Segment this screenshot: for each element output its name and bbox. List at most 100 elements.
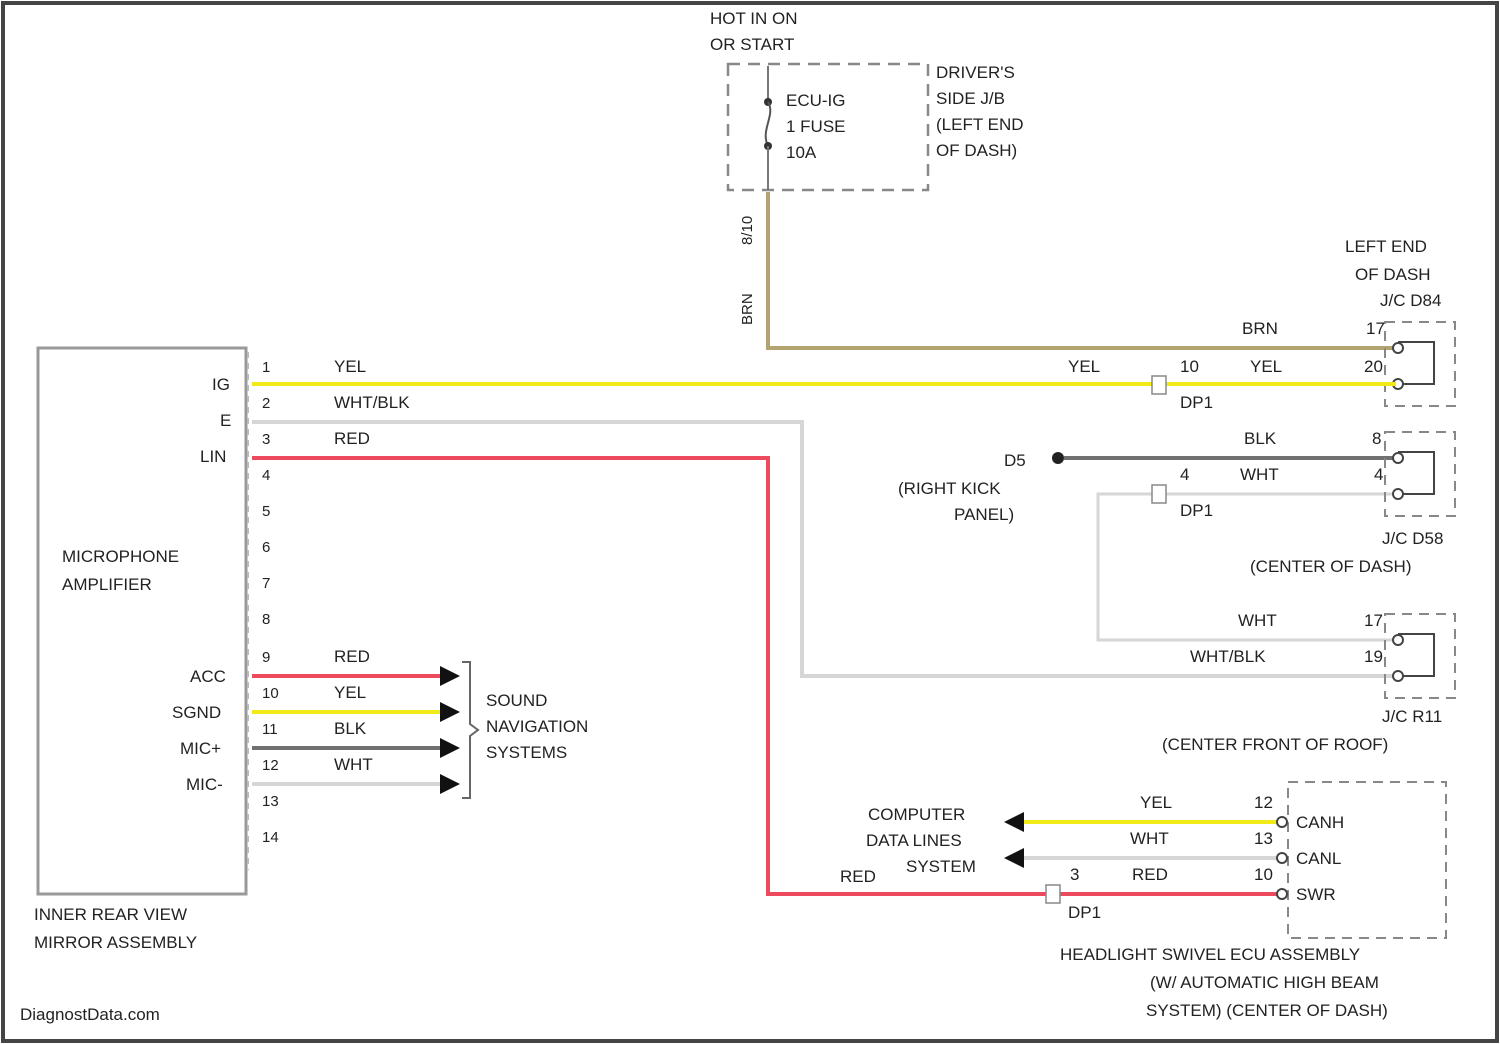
pin-number: 11 xyxy=(262,721,278,738)
splice-dp1-yel xyxy=(1152,376,1166,394)
pin-name-mic-neg: MIC- xyxy=(186,775,223,794)
ecu-pin10: 10 xyxy=(1254,865,1273,884)
splice-dp1-wht xyxy=(1152,485,1166,503)
computer-label-line3: SYSTEM xyxy=(906,857,976,876)
jc-r11-line2: (CENTER FRONT OF ROOF) xyxy=(1162,735,1388,754)
component-label-line2: AMPLIFIER xyxy=(62,575,152,594)
jc-r11-wht-blk-label: WHT/BLK xyxy=(1190,647,1266,666)
ecu-wht-label: WHT xyxy=(1130,829,1169,848)
jc-d84-box xyxy=(1385,322,1455,406)
pin-number: 9 xyxy=(262,649,270,666)
ecu-canl-label: CANL xyxy=(1296,849,1341,868)
jb-label-line4: OF DASH) xyxy=(936,141,1017,160)
arrow-left xyxy=(1004,812,1024,832)
ecu-red-left-label: RED xyxy=(840,867,876,886)
jc-d58-dp1: DP1 xyxy=(1180,501,1213,520)
jc-d84-dp1: DP1 xyxy=(1180,393,1213,412)
pin-name-sgnd: SGND xyxy=(172,703,221,722)
pin-number: 5 xyxy=(262,503,270,520)
fuse-label-line1: ECU-IG xyxy=(786,91,846,110)
jb-label-line1: DRIVER'S xyxy=(936,63,1015,82)
ecu-swr-terminal xyxy=(1277,889,1287,899)
jc-r11-pin19: 19 xyxy=(1364,647,1383,666)
watermark: DiagnostData.com xyxy=(20,1005,160,1024)
ecu-yel-label: YEL xyxy=(1140,793,1172,812)
jc-d58-line2: (CENTER OF DASH) xyxy=(1250,557,1412,576)
jc-d58-pin8-terminal xyxy=(1393,453,1403,463)
brn-wire xyxy=(768,192,1396,348)
computer-label-line2: DATA LINES xyxy=(866,831,962,850)
jc-d84-yel-left: YEL xyxy=(1068,357,1100,376)
brn-vertical-label: BRN xyxy=(739,293,756,325)
fuse-pin-label: 8/10 xyxy=(739,216,756,245)
pin-name-acc: ACC xyxy=(190,667,226,686)
kick-panel-line2: PANEL) xyxy=(954,505,1014,524)
jc-d58-box xyxy=(1385,432,1455,516)
arrow-right xyxy=(440,774,460,794)
jb-label-line2: SIDE J/B xyxy=(936,89,1005,108)
sound-label-line3: SYSTEMS xyxy=(486,743,567,762)
jc-d84-line3: J/C D84 xyxy=(1380,291,1441,310)
jc-d84-pin17: 17 xyxy=(1366,319,1385,338)
jc-d84-brn-label: BRN xyxy=(1242,319,1278,338)
computer-label-line1: COMPUTER xyxy=(868,805,965,824)
sound-bracket xyxy=(462,662,478,798)
ecu-red-right-label: RED xyxy=(1132,865,1168,884)
pin-number: 6 xyxy=(262,539,270,556)
jc-d58-pin8: 8 xyxy=(1372,429,1381,448)
ecu-canl-terminal xyxy=(1277,853,1287,863)
wire-wht-blk-pin2 xyxy=(252,422,1396,676)
diagram-border xyxy=(3,3,1497,1041)
ecu-swr-label: SWR xyxy=(1296,885,1336,904)
jc-d58-pin4-right: 4 xyxy=(1374,465,1383,484)
splice-dp1-red xyxy=(1046,885,1060,903)
sound-label-line2: NAVIGATION xyxy=(486,717,588,736)
wire-label-p1: YEL xyxy=(334,357,366,376)
jc-r11-wht-label: WHT xyxy=(1238,611,1277,630)
jc-d84-pin20: 20 xyxy=(1364,357,1383,376)
arrow-right xyxy=(440,738,460,758)
ground-point-icon xyxy=(1052,452,1064,464)
jc-r11-pin17-terminal xyxy=(1393,635,1403,645)
jc-d58-pin4-left: 4 xyxy=(1180,465,1189,484)
wire-label-p12: WHT xyxy=(334,755,373,774)
fuse-label-line2: 1 FUSE xyxy=(786,117,846,136)
pin-name-mic-pos: MIC+ xyxy=(180,739,221,758)
pin-number: 7 xyxy=(262,575,270,592)
arrow-right xyxy=(440,666,460,686)
jc-d84-line2: OF DASH xyxy=(1355,265,1431,284)
ecu-canh-label: CANH xyxy=(1296,813,1344,832)
hot-label-line2: OR START xyxy=(710,35,794,54)
pin-number: 8 xyxy=(262,611,270,628)
jc-d84-pin10: 10 xyxy=(1180,357,1199,376)
ecu-dp1: DP1 xyxy=(1068,903,1101,922)
pin-number: 10 xyxy=(262,685,279,702)
ecu-label-line2: (W/ AUTOMATIC HIGH BEAM xyxy=(1150,973,1379,992)
assembly-label-line1: INNER REAR VIEW xyxy=(34,905,187,924)
ecu-canh-terminal xyxy=(1277,817,1287,827)
pin-number: 3 xyxy=(262,431,270,448)
pin-name-ig: IG xyxy=(212,375,230,394)
ecu-pin12a: 12 xyxy=(1254,793,1273,812)
pin-number: 1 xyxy=(262,359,270,376)
wire-label-p3: RED xyxy=(334,429,370,448)
jc-d58-wht-label: WHT xyxy=(1240,465,1279,484)
ecu-label-line1: HEADLIGHT SWIVEL ECU ASSEMBLY xyxy=(1060,945,1360,964)
ground-d5-label: D5 xyxy=(1004,451,1026,470)
jc-d84-yel-right: YEL xyxy=(1250,357,1282,376)
wire-label-p10: YEL xyxy=(334,683,366,702)
pin-name-e: E xyxy=(220,411,231,430)
ecu-pin13: 13 xyxy=(1254,829,1273,848)
arrow-right xyxy=(440,702,460,722)
arrow-left xyxy=(1004,848,1024,868)
jb-label-line3: (LEFT END xyxy=(936,115,1024,134)
jc-r11-box xyxy=(1385,614,1455,698)
jc-d84-line1: LEFT END xyxy=(1345,237,1427,256)
jc-r11-pin17: 17 xyxy=(1364,611,1383,630)
ecu-label-line3: SYSTEM) (CENTER OF DASH) xyxy=(1146,1001,1388,1020)
jc-d84-pin17-terminal xyxy=(1393,343,1403,353)
jc-r11-line1: J/C R11 xyxy=(1382,707,1442,726)
fuse-symbol xyxy=(766,102,771,146)
pin-number: 2 xyxy=(262,395,270,412)
